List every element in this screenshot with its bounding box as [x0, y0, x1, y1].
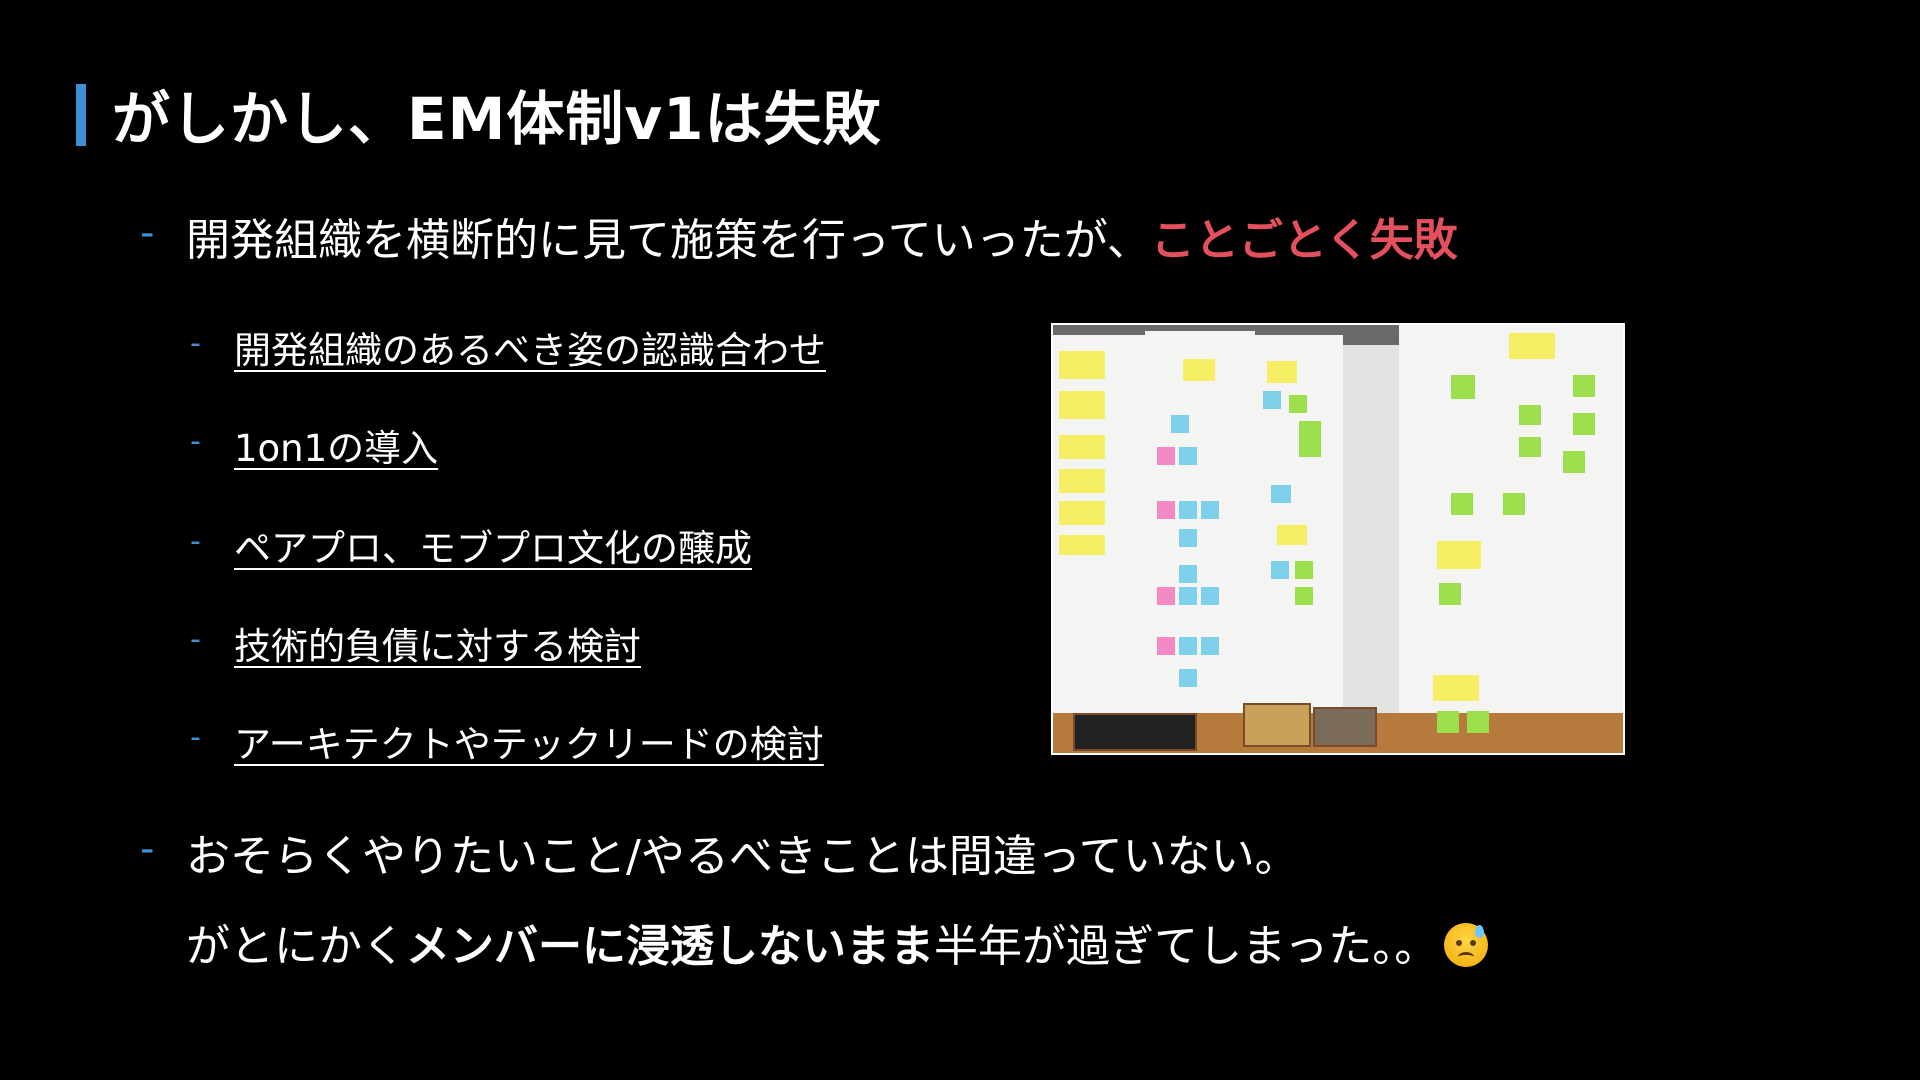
main-bullet-2-line-1: おそらくやりたいこと/やるべきことは間違っていない。 — [186, 831, 1299, 882]
bullet-dash: - — [190, 524, 201, 559]
main-bullet-1-lead: 開発組織を横断的に見て施策を行っていったが、 — [186, 215, 1151, 266]
bullet-dash: - — [190, 326, 201, 361]
slide-title: がしかし、EM体制v1は失敗 — [112, 85, 882, 153]
sticky-note-board-photo — [1051, 323, 1625, 755]
sub-bullet-link-4[interactable]: 技術的負債に対する検討 — [234, 625, 641, 668]
line-2-post: 半年が過ぎてしまった。。 — [934, 921, 1439, 972]
sad-relieved-face-icon — [1444, 923, 1489, 967]
title-accent-bar — [76, 84, 86, 146]
bullet-dash: - — [190, 720, 201, 755]
bullet-dash: - — [140, 210, 155, 256]
main-bullet-1-text: 開発組織を横断的に見て施策を行っていったが、ことごとく失敗 — [186, 204, 1458, 268]
main-bullet-1-accent: ことごとく失敗 — [1150, 215, 1458, 266]
line-2-bold: メンバーに浸透しないまま — [406, 921, 934, 972]
main-bullet-2-line-2: がとにかくメンバーに浸透しないまま半年が過ぎてしまった。。 — [186, 910, 1489, 974]
bullet-dash: - — [190, 622, 201, 657]
bullet-dash: - — [190, 424, 201, 459]
line-2-pre: がとにかく — [186, 921, 406, 972]
sub-bullet-link-1[interactable]: 開発組織のあるべき姿の認識合わせ — [234, 329, 826, 372]
sub-bullet-link-3[interactable]: ペアプロ、モブプロ文化の醸成 — [234, 527, 752, 570]
sub-bullet-link-5[interactable]: アーキテクトやテックリードの検討 — [234, 723, 824, 766]
bullet-dash: - — [140, 826, 155, 872]
sub-bullet-link-2[interactable]: 1on1の導入 — [234, 427, 439, 470]
